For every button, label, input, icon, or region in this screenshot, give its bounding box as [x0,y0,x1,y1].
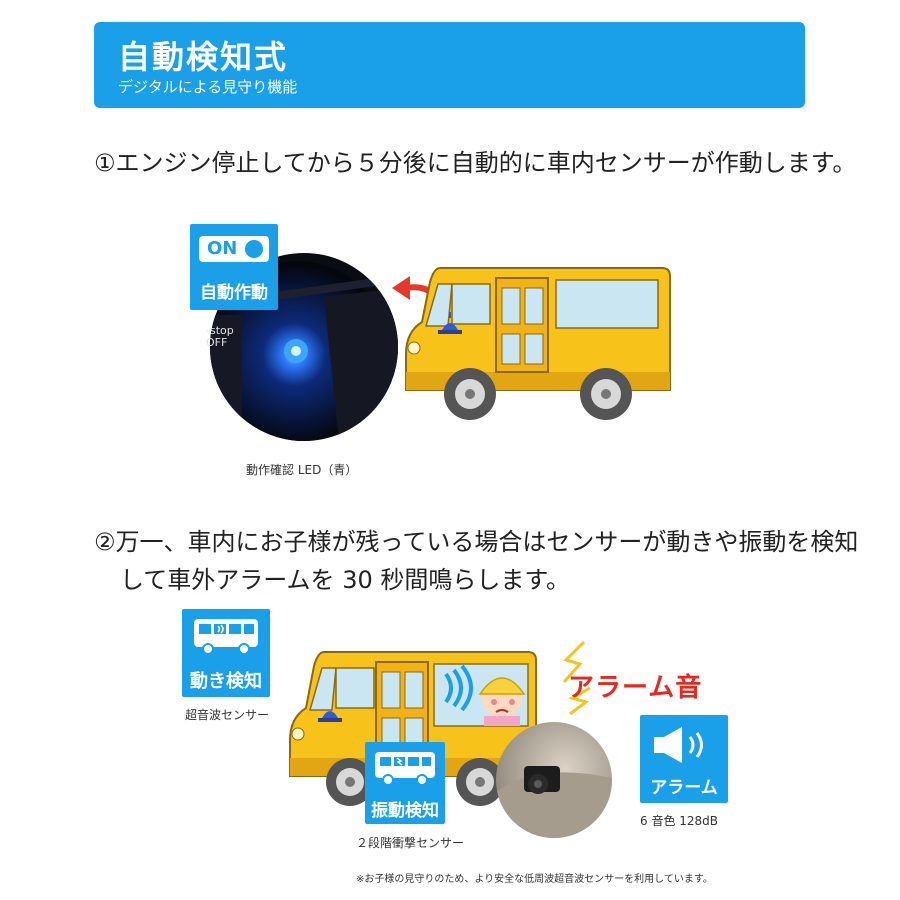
sensor-wave-icon [444,664,473,712]
alarm-sound-text: アラーム音 [568,673,703,703]
page-subtitle: デジタルによる見守り機能 [118,78,298,96]
on-dot-icon [245,240,263,258]
badge-motion-label: 動き検知 [190,671,262,692]
bus-icon [192,617,260,657]
lightning-icon [558,640,598,716]
bus-illustration-1 [400,262,682,422]
bus-illustration-2 [284,648,546,808]
badge-alarm-label: アラーム [650,778,718,798]
vibration-caption: ２段階衝撃センサー [356,836,465,850]
button-text-line1: -stop [206,324,234,337]
footnote: ※お子様の見守りのため、より安全な低周波超音波センサーを利用しています。 [356,874,713,885]
on-indicator: ON [199,236,269,262]
badge-auto-label: 自動作動 [200,283,268,303]
start-stop-button: -stop OFF [206,325,234,349]
motion-detect-badge: 動き検知 [182,609,270,697]
siren-icon [318,711,342,722]
motion-caption: 超音波センサー [185,708,270,722]
auto-activation-badge: ON 自動作動 [190,224,278,310]
speaker-icon [652,725,716,765]
bus-icon [373,750,437,788]
alarm-badge: アラーム [640,715,728,803]
siren-icon [438,312,462,334]
alarm-caption: 6 音色 128dB [640,814,719,828]
step2-text-line2: して車外アラームを 30 秒間鳴らします。 [120,566,570,594]
button-text-line2: OFF [206,336,228,349]
badge-vibration-label: 振動検知 [371,801,439,821]
sensor-photo [496,722,612,838]
vibration-detect-badge: 振動検知 [365,742,445,824]
led-caption: 動作確認 LED（青） [246,463,358,477]
on-label: ON [207,238,238,259]
child-icon [478,677,526,726]
page-title: 自動検知式 [118,38,289,76]
step1-text: ①エンジン停止してから５分後に自動的に車内センサーが作動します。 [94,149,857,177]
step2-text-line1: ②万一、車内にお子様が残っている場合はセンサーが動きや振動を検知 [94,528,859,556]
header-banner: 自動検知式 デジタルによる見守り機能 [94,22,805,108]
